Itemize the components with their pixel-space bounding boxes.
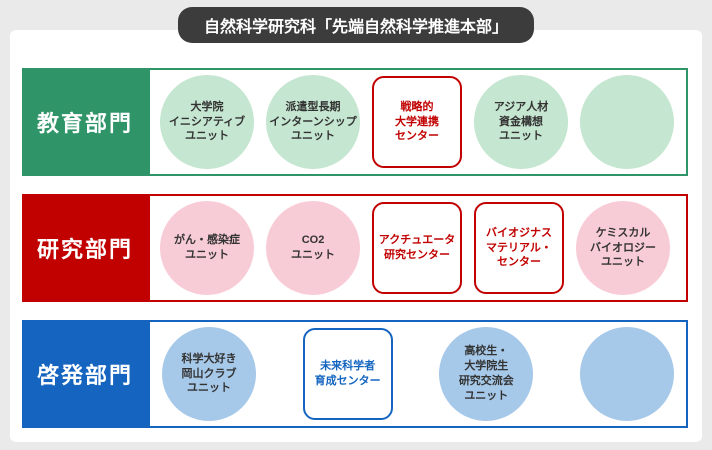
unit-longterm-internship: 派遣型長期 インターンシップ ユニット bbox=[266, 75, 360, 169]
education-units-container: 大学院 イニシアティブ ユニット 派遣型長期 インターンシップ ユニット 戦略的… bbox=[148, 68, 688, 176]
page-title: 自然科学研究科「先端自然科学推進本部」 bbox=[203, 19, 509, 36]
research-division-label: 研究部門 bbox=[22, 194, 148, 302]
unit-cancer-infection: がん・感染症 ユニット bbox=[160, 201, 254, 295]
unit-graduate-initiative: 大学院 イニシアティブ ユニット bbox=[160, 75, 254, 169]
center-biogenous-material: バイオジナス マテリアル・ センター bbox=[474, 202, 564, 294]
unit-empty-green bbox=[580, 75, 674, 169]
unit-science-lovers-okayama-club: 科学大好き 岡山クラブ ユニット bbox=[162, 327, 256, 421]
center-future-scientist-development: 未来科学者 育成センター bbox=[302, 328, 393, 420]
unit-asia-human-resources-fund: アジア人材 資金構想 ユニット bbox=[474, 75, 568, 169]
header-banner: 自然科学研究科「先端自然科学推進本部」 bbox=[177, 7, 535, 43]
center-strategic-university-collaboration: 戦略的 大学連携 センター bbox=[372, 76, 462, 168]
outreach-division-label: 啓発部門 bbox=[22, 320, 148, 428]
unit-empty-blue bbox=[579, 327, 674, 421]
research-units-container: がん・感染症 ユニット CO2 ユニット アクチュエータ 研究センター バイオジ… bbox=[148, 194, 688, 302]
unit-chemical-biology: ケミスカル バイオロジー ユニット bbox=[576, 201, 670, 295]
unit-highschool-gradstudent-exchange: 高校生・ 大学院生 研究交流会 ユニット bbox=[439, 327, 534, 421]
main-panel: 教育部門 大学院 イニシアティブ ユニット 派遣型長期 インターンシップ ユニッ… bbox=[10, 30, 702, 442]
row-research: 研究部門 がん・感染症 ユニット CO2 ユニット アクチュエータ 研究センター… bbox=[22, 194, 688, 302]
center-actuator-research: アクチュエータ 研究センター bbox=[372, 202, 462, 294]
row-outreach: 啓発部門 科学大好き 岡山クラブ ユニット 未来科学者 育成センター 高校生・ … bbox=[22, 320, 688, 428]
education-division-label: 教育部門 bbox=[22, 68, 148, 176]
row-education: 教育部門 大学院 イニシアティブ ユニット 派遣型長期 インターンシップ ユニッ… bbox=[22, 68, 688, 176]
unit-co2: CO2 ユニット bbox=[266, 201, 360, 295]
outreach-units-container: 科学大好き 岡山クラブ ユニット 未来科学者 育成センター 高校生・ 大学院生 … bbox=[148, 320, 688, 428]
